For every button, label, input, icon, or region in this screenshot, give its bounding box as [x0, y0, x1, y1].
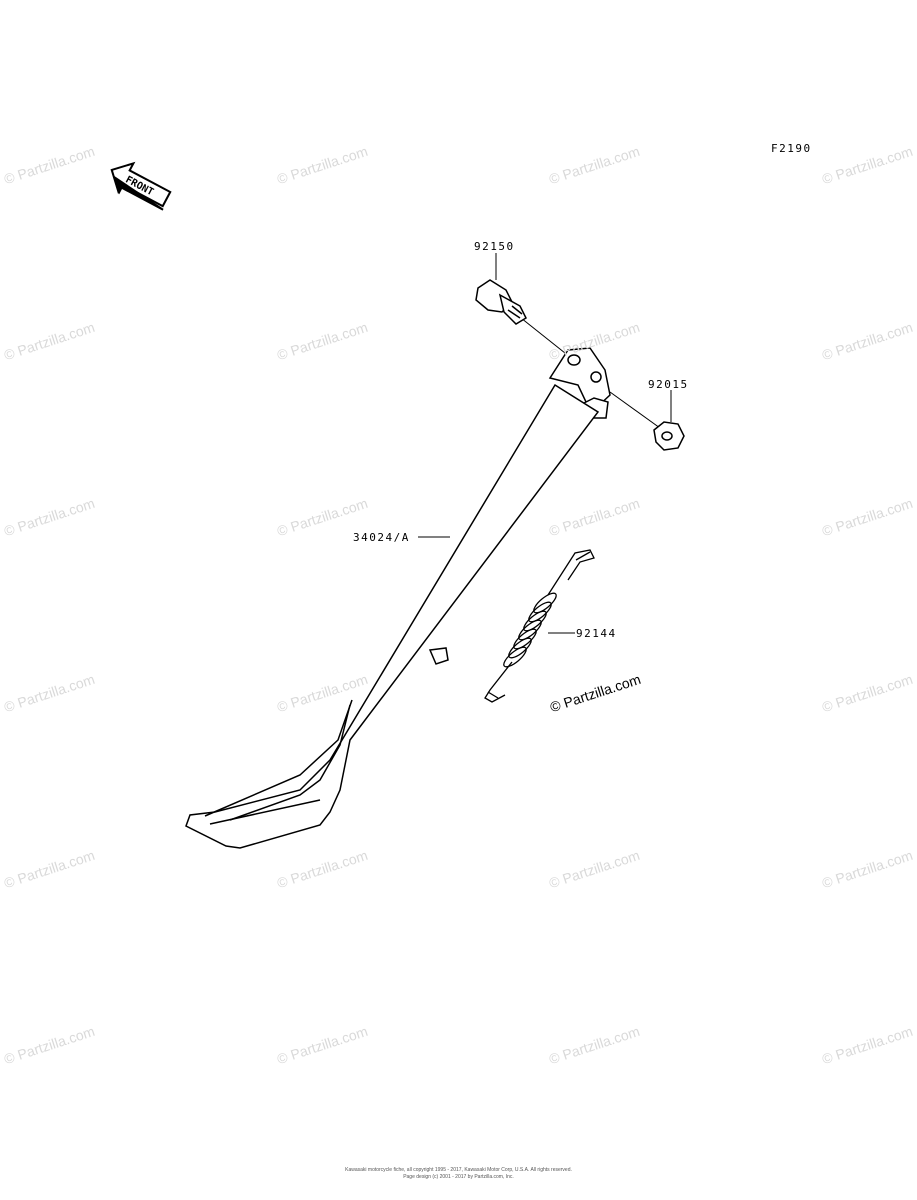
bolt-92150-icon — [475, 279, 527, 325]
part-label-92150[interactable]: 92150 — [474, 240, 515, 253]
part-label-92015[interactable]: 92015 — [648, 378, 689, 391]
footer-design: Page design (c) 2001 - 2017 by Partzilla… — [403, 1174, 514, 1180]
front-arrow-icon: FRONT — [110, 161, 172, 211]
leader-lines — [418, 253, 672, 634]
spring-92144-icon — [484, 549, 595, 703]
stand-bracket — [548, 347, 611, 419]
figure-code: F2190 — [771, 142, 812, 155]
footer-copyright: Kawasaki motorcycle fiche, all copyright… — [345, 1167, 572, 1173]
nut-92015-icon — [653, 421, 685, 451]
part-label-34024a[interactable]: 34024/A — [353, 531, 410, 544]
side-stand-34024 — [185, 383, 600, 849]
part-label-92144[interactable]: 92144 — [576, 627, 617, 640]
